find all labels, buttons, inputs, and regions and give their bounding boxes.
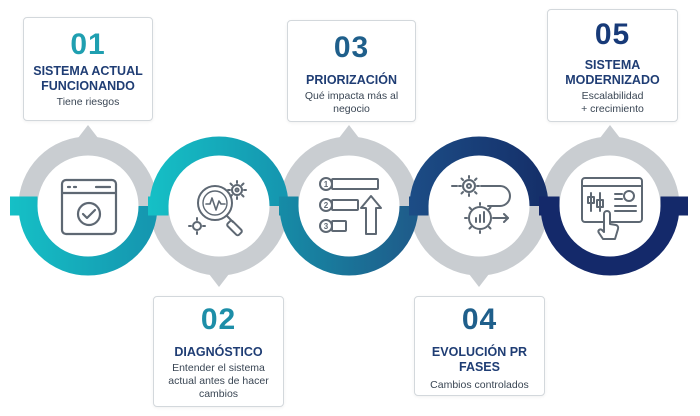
step-desc-02-line-1: Entender el sistema	[172, 362, 265, 374]
step-desc-05-line-2: + crecimiento	[581, 103, 644, 115]
step-card-05: 05 SISTEMA MODERNIZADO Escalabilidad + c…	[547, 9, 678, 122]
step-title-02-line-1: DIAGNÓSTICO	[174, 345, 263, 359]
step-card-01: 01 SISTEMA ACTUAL FUNCIONANDO Tiene ries…	[23, 17, 153, 121]
ring-5-bottom-color	[539, 196, 688, 276]
step-title-04-line-2: FASES	[459, 360, 500, 374]
ring-3-bottom-color	[279, 196, 419, 276]
list-number-2: 2	[324, 201, 329, 210]
step-title-01-line-1: SISTEMA ACTUAL	[33, 64, 143, 78]
step-card-03: 03 PRIORIZACIÓN Qué impacta más al negoc…	[287, 20, 416, 122]
step-desc-01-line-1: Tiene riesgos	[56, 96, 120, 108]
step-desc-05-line-1: Escalabilidad	[581, 90, 644, 102]
ring-4-pointer	[469, 274, 489, 287]
ring-1-bottom-color	[10, 196, 158, 276]
step-desc-03-line-1: Qué impacta más al	[304, 90, 399, 102]
step-desc-02-line-2: actual antes de hacer	[168, 375, 269, 387]
ring-2-top-color	[148, 136, 289, 216]
step-title-01-line-2: FUNCIONANDO	[41, 79, 135, 93]
dashboard-touch-icon	[581, 177, 643, 240]
ring-1-pointer	[78, 125, 98, 138]
step-card-02: 02 DIAGNÓSTICO Entender el sistema actua…	[153, 296, 284, 407]
ring-2-bottom-gray	[149, 205, 289, 276]
step-desc-04-line-1: Cambios controlados	[430, 379, 529, 391]
step-card-04: 04 EVOLUCIÓN PR FASES Cambios controlado…	[414, 296, 545, 396]
step-title-05-line-2: MODERNIZADO	[565, 73, 660, 87]
list-number-3: 3	[324, 222, 329, 231]
ring-3-pointer	[339, 125, 359, 138]
step-title-05-line-1: SISTEMA	[584, 58, 641, 72]
ring-1-top-gray	[18, 136, 158, 207]
step-number-01: 01	[70, 28, 106, 61]
ring-2-pointer	[209, 274, 229, 287]
step-title-03-line-1: PRIORIZACIÓN	[306, 73, 397, 87]
ranked-list-icon	[319, 177, 382, 235]
gears-flow-icon	[451, 175, 511, 234]
magnifier-gear-icon	[188, 180, 247, 237]
ring-4-bottom-gray	[409, 205, 549, 276]
step-desc-02-line-3: cambios	[198, 388, 239, 400]
ring-3-top-gray	[279, 136, 419, 207]
step-title-04-line-1: EVOLUCIÓN PR	[431, 345, 528, 359]
ring-4-top-color	[409, 136, 549, 216]
list-number-1: 1	[324, 180, 329, 189]
ring-5-pointer	[600, 125, 620, 138]
step-number-02: 02	[200, 303, 237, 336]
step-number-05: 05	[594, 18, 631, 51]
ring-5-top-gray	[540, 136, 680, 207]
window-check-icon	[60, 178, 118, 236]
step-number-03: 03	[333, 31, 370, 64]
step-number-04: 04	[461, 303, 498, 336]
step-desc-03-line-2: negocio	[333, 103, 370, 115]
